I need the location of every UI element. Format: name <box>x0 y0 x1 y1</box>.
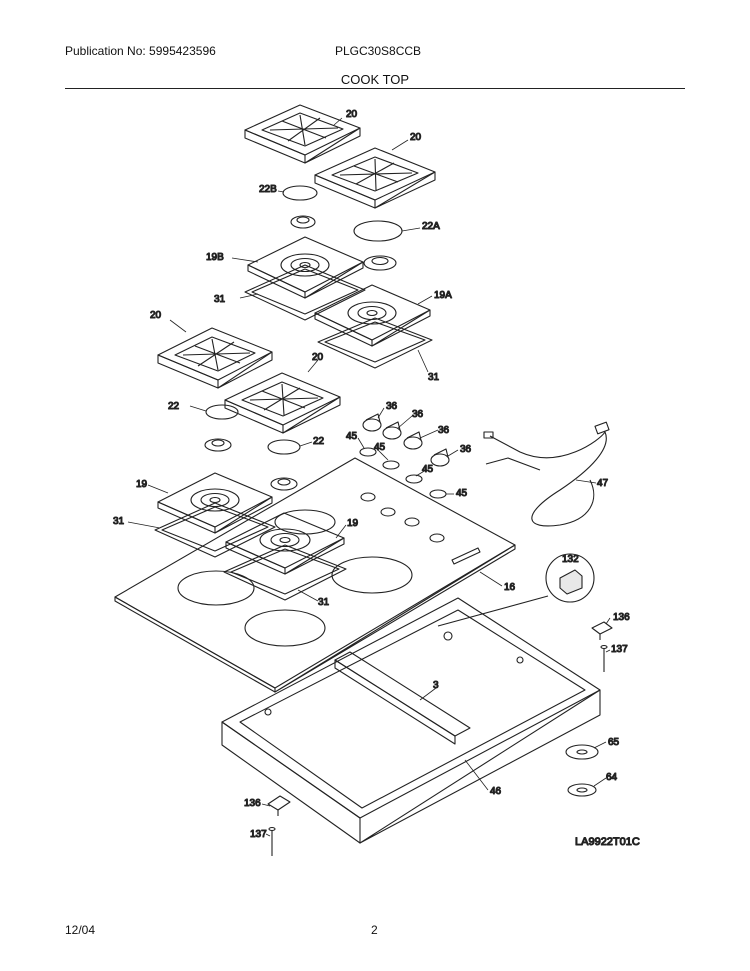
bracket-136-left <box>267 795 291 816</box>
power-cord-47 <box>483 421 610 527</box>
seal-31-upper-right-inner <box>324 321 426 363</box>
callout-20-top-right: 20 <box>410 132 422 143</box>
bezel-45-c <box>405 474 423 484</box>
callout-22-left: 22 <box>168 401 180 412</box>
seal-31-lower-center-inner <box>230 548 340 595</box>
callout-19-center: 19 <box>347 518 359 529</box>
burner-brace-3 <box>334 651 471 745</box>
callout-20-center: 20 <box>312 352 324 363</box>
bezel-45-a <box>359 447 377 457</box>
seal-31-upper-right <box>317 317 433 369</box>
callout-65: 65 <box>608 737 620 748</box>
grommet-65 <box>565 744 599 760</box>
callout-16: 16 <box>504 582 516 593</box>
seal-31-upper-left-inner <box>251 268 359 315</box>
knob-36-c <box>403 431 423 450</box>
publication-number: Publication No: 5995423596 <box>65 44 216 58</box>
callout-22a: 22A <box>422 221 440 232</box>
knob-36-a <box>362 413 382 432</box>
bezel-45-d <box>429 489 447 499</box>
callout-45-d: 45 <box>456 488 468 499</box>
burner-head-lower-left <box>204 438 232 452</box>
callout-36-c: 36 <box>438 425 450 436</box>
grate-top-left <box>244 104 361 164</box>
grate-lower-center <box>224 372 341 434</box>
page-number: 2 <box>371 923 378 937</box>
diagram-code: LA9922T01C <box>575 836 640 848</box>
callout-64: 64 <box>606 772 618 783</box>
callout-45-a: 45 <box>346 431 358 442</box>
burner-pan-19a <box>314 284 431 347</box>
callout-132: 132 <box>562 554 579 565</box>
screw-137-left <box>268 826 276 856</box>
callout-31-d: 31 <box>318 597 330 608</box>
callout-22-center: 22 <box>313 436 325 447</box>
callout-22b: 22B <box>259 184 277 195</box>
callout-19a: 19A <box>434 290 452 301</box>
callout-47: 47 <box>597 478 609 489</box>
header-divider <box>65 88 685 89</box>
callout-31-a: 31 <box>214 294 226 305</box>
model-number: PLGC30S8CCB <box>335 44 422 58</box>
burner-cap-22-left <box>205 404 239 420</box>
callout-136-right: 136 <box>613 612 630 623</box>
callout-137-left: 137 <box>250 829 267 840</box>
footer-date: 12/04 <box>65 923 96 937</box>
burner-pan-19-center <box>225 512 345 575</box>
burner-cap-22a <box>353 220 403 242</box>
bezel-45-b <box>382 460 400 470</box>
bracket-136-right <box>591 621 613 640</box>
burner-box-46 <box>221 597 601 844</box>
seal-31-upper-left <box>244 264 366 321</box>
callout-136-left: 136 <box>244 798 261 809</box>
callout-20-top-left: 20 <box>346 109 358 120</box>
screw-137-right <box>600 644 608 672</box>
grate-top-right <box>314 147 436 209</box>
callout-36-d: 36 <box>460 444 472 455</box>
grommet-64 <box>567 783 597 797</box>
switch-132-detail <box>437 553 595 627</box>
callout-31-c: 31 <box>113 516 125 527</box>
cooktop-top-16 <box>114 457 516 693</box>
callout-36-b: 36 <box>412 409 424 420</box>
knob-36-d <box>430 448 450 467</box>
burner-head-upper-left <box>290 215 316 229</box>
callout-36-a: 36 <box>386 401 398 412</box>
knob-36-b <box>382 421 402 440</box>
callout-45-b: 45 <box>374 442 386 453</box>
burner-head-upper-right <box>363 255 397 271</box>
grate-lower-left <box>157 327 273 389</box>
callout-3: 3 <box>433 680 439 691</box>
callout-45-c: 45 <box>422 464 434 475</box>
callout-46: 46 <box>490 786 502 797</box>
burner-cap-22b <box>282 185 318 201</box>
callout-20-left: 20 <box>150 310 162 321</box>
seal-31-lower-left-inner <box>161 506 269 552</box>
burner-pan-19b <box>247 236 364 299</box>
seal-31-lower-left <box>154 502 276 558</box>
leader-lines <box>127 117 611 837</box>
callout-19b: 19B <box>206 252 224 263</box>
callout-137-right: 137 <box>611 644 628 655</box>
burner-cap-22-center <box>267 439 301 455</box>
callout-19-left: 19 <box>136 479 148 490</box>
callout-31-b: 31 <box>428 372 440 383</box>
section-title: COOK TOP <box>340 72 410 87</box>
seal-31-lower-center <box>223 544 347 601</box>
burner-head-lower-center <box>270 477 298 491</box>
